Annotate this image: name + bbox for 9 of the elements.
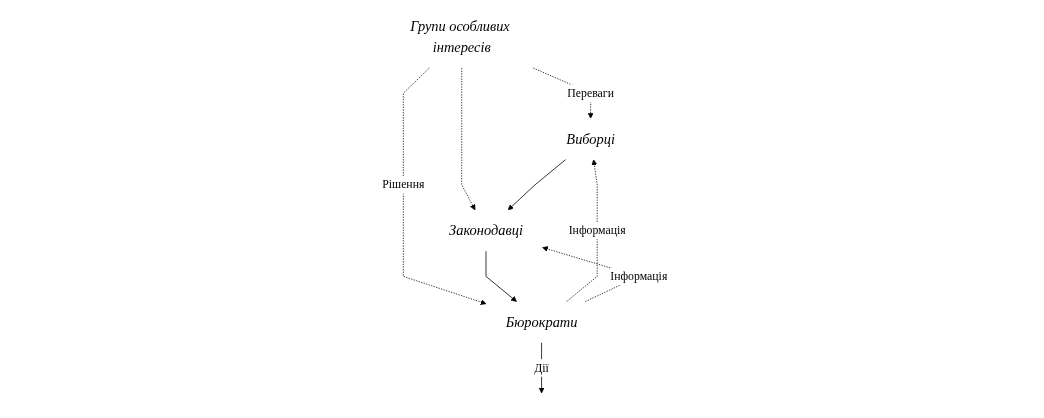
node-text: Виборці <box>566 130 615 148</box>
node-text: Бюрократи <box>505 313 578 331</box>
edge-label: Переваги <box>567 86 614 100</box>
edge-label: Інформація <box>610 269 668 283</box>
node-text: Законодавці <box>449 222 523 239</box>
edge-label: Інформація <box>568 223 626 237</box>
node-text: Групи особливих інтересів <box>410 17 510 56</box>
edge-label: Рішення <box>382 177 425 192</box>
edge-label: Дії <box>534 361 549 375</box>
